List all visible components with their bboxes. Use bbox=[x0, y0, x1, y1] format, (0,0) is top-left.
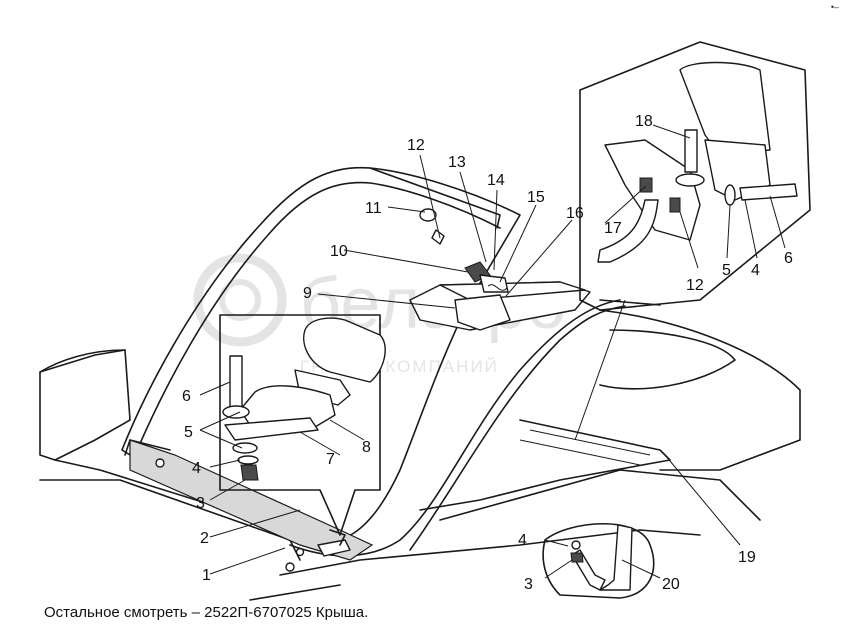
callout-7: 7 bbox=[326, 451, 335, 468]
bracket-detail bbox=[542, 522, 655, 599]
caption-note: Остальное смотреть – 2522П-6707025 Крыша… bbox=[44, 604, 369, 621]
callout-4-detail: 4 bbox=[751, 262, 760, 279]
callout-6: 6 bbox=[182, 388, 191, 405]
hinge-inset bbox=[219, 314, 386, 536]
callout-10: 10 bbox=[330, 243, 348, 260]
callout-15: 15 bbox=[527, 189, 545, 206]
callout-3: 3 bbox=[196, 495, 205, 512]
callout-17: 17 bbox=[604, 220, 622, 237]
callout-8: 8 bbox=[362, 439, 371, 456]
callout-4-bracket: 4 bbox=[518, 532, 527, 549]
callout-5-detail: 5 bbox=[722, 262, 731, 279]
callouts: 1 2 3 4 5 6 7 8 9 10 11 12 13 14 15 16 1… bbox=[182, 113, 793, 593]
callout-3-bracket: 3 bbox=[524, 576, 533, 593]
callout-16: 16 bbox=[566, 205, 584, 222]
leader-lines bbox=[199, 124, 786, 579]
callout-14: 14 bbox=[487, 172, 505, 189]
callout-12: 12 bbox=[407, 137, 425, 154]
latch-assembly bbox=[409, 208, 591, 331]
callout-5: 5 bbox=[184, 424, 193, 441]
callout-1: 1 bbox=[202, 567, 211, 584]
callout-9: 9 bbox=[303, 285, 312, 302]
hatch-seal-frame bbox=[124, 439, 374, 572]
callout-20: 20 bbox=[662, 576, 680, 593]
callout-2: 2 bbox=[200, 530, 209, 547]
latch-detail-inset bbox=[579, 41, 811, 311]
callout-13: 13 bbox=[448, 154, 466, 171]
watermark-logo-icon bbox=[193, 253, 287, 347]
callout-4: 4 bbox=[192, 460, 201, 477]
callout-19: 19 bbox=[738, 549, 756, 566]
callout-18: 18 bbox=[635, 113, 653, 130]
corner-mark: •– bbox=[830, 2, 839, 12]
callout-12-detail: 12 bbox=[686, 277, 704, 294]
callout-11: 11 bbox=[365, 200, 382, 217]
callout-6-detail: 6 bbox=[784, 250, 793, 267]
